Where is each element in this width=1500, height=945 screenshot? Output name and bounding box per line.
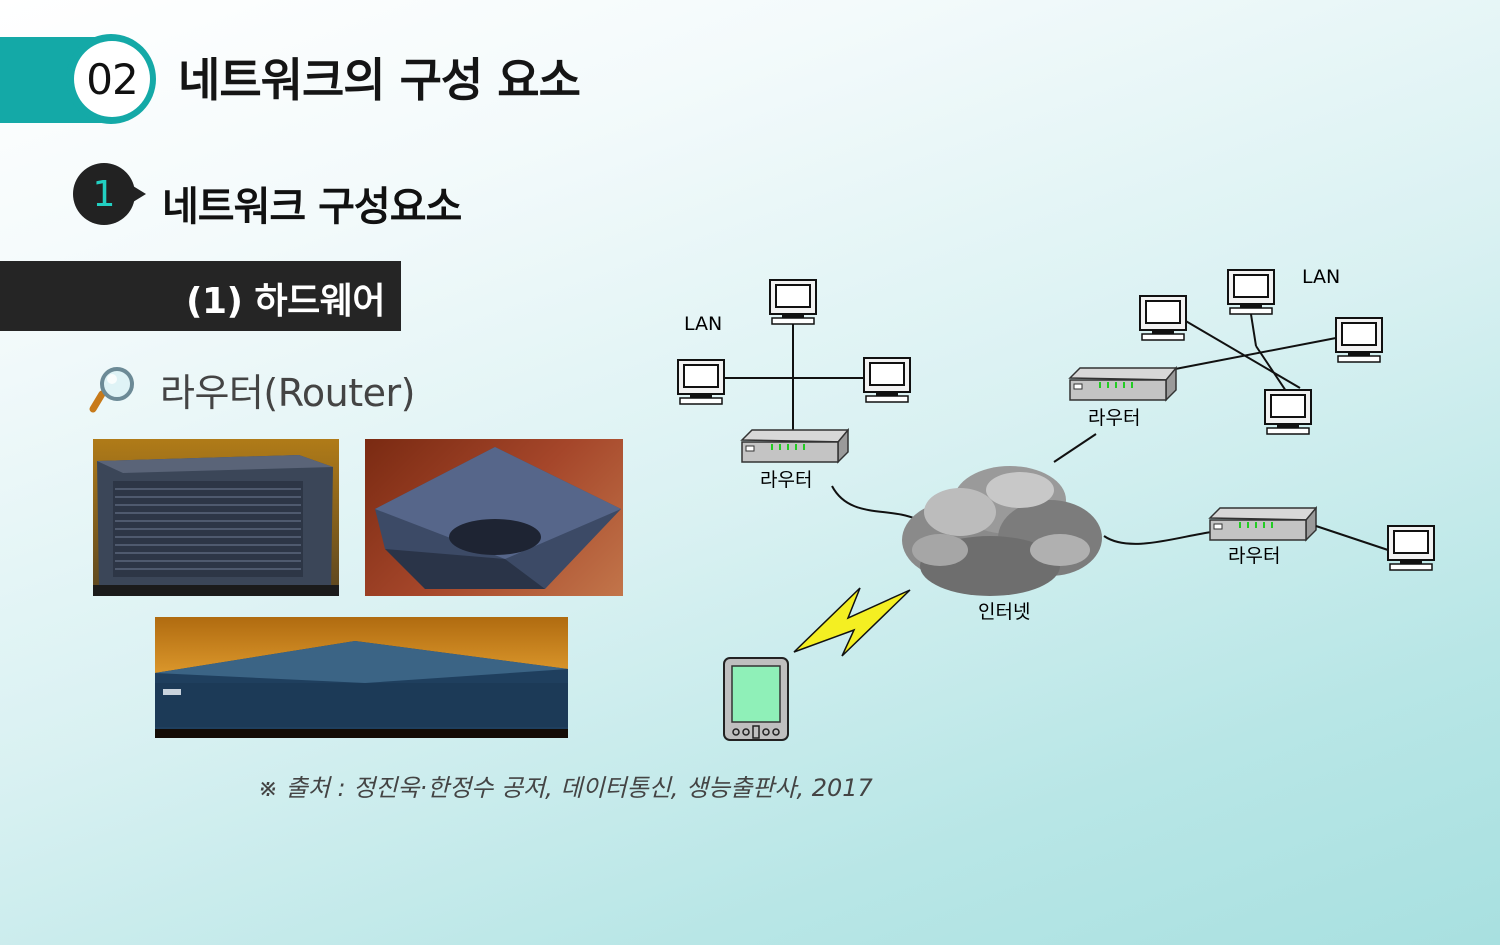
- network-diagram: LAN 라우터 LAN 라우터 인터넷 라우터: [677, 266, 1435, 741]
- subsection-title: (1) 하드웨어: [186, 281, 385, 322]
- router-icon: [1069, 367, 1177, 401]
- pda-icon: [723, 657, 789, 741]
- section-number: 1: [73, 163, 135, 225]
- computer-icon: [1264, 389, 1312, 435]
- router-icon: [741, 429, 849, 463]
- link-line: [1255, 345, 1289, 395]
- computer-icon: [1227, 269, 1275, 315]
- lan-label-right: LAN: [1302, 266, 1340, 288]
- router-label-bottom-right: 라우터: [1228, 545, 1280, 567]
- lightning-icon: [793, 587, 911, 657]
- computer-icon: [1139, 295, 1187, 341]
- computer-icon: [769, 279, 817, 325]
- page-title: 네트워크의 구성 요소: [178, 53, 581, 107]
- router-icon: [1209, 507, 1317, 541]
- router-photo-1: [93, 439, 339, 596]
- computer-icon: [677, 359, 725, 405]
- link-line: [1103, 531, 1213, 545]
- magnifier-icon: [89, 367, 134, 413]
- internet-cloud-icon: [902, 466, 1102, 596]
- router-label-left: 라우터: [760, 469, 812, 491]
- lan-label-left: LAN: [684, 313, 722, 335]
- source-citation: ※ 출처 : 정진욱·한정수 공저, 데이터통신, 생능출판사, 2017: [258, 774, 873, 802]
- topic-label: 라우터(Router): [160, 371, 415, 415]
- router-label-top-right: 라우터: [1088, 407, 1140, 429]
- subsection-bar: [0, 261, 401, 331]
- computer-icon: [1335, 317, 1383, 363]
- router-photo-3: [155, 617, 568, 738]
- link-line: [1183, 319, 1301, 389]
- router-photo-2: [365, 439, 623, 596]
- link-line: [1053, 433, 1097, 463]
- link-line: [1169, 337, 1337, 371]
- internet-label: 인터넷: [978, 601, 1030, 623]
- section-title: 네트워크 구성요소: [162, 184, 462, 230]
- header-number: 02: [74, 41, 150, 117]
- link-line: [1315, 525, 1389, 551]
- section-arrow-icon: [133, 186, 146, 202]
- computer-icon: [863, 357, 911, 403]
- computer-icon: [1387, 525, 1435, 571]
- link-line: [831, 485, 919, 521]
